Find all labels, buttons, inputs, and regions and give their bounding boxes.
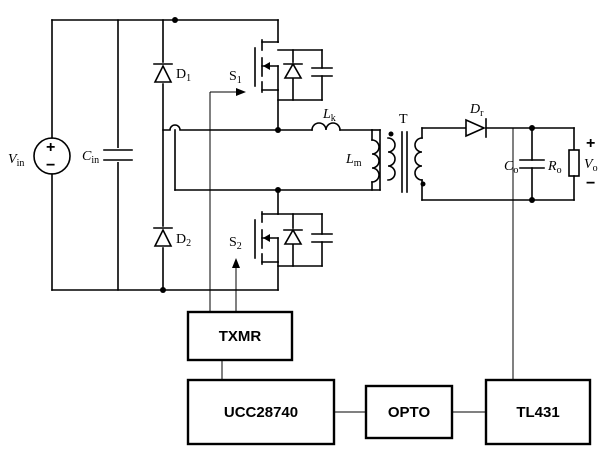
tl431-block: TL431 xyxy=(484,378,592,446)
gate-drive-wiring xyxy=(209,88,486,413)
ucc28740-block: UCC28740 xyxy=(186,378,336,446)
vo-plus-sign: + xyxy=(586,135,595,152)
txmr-label: TXMR xyxy=(219,328,262,345)
co-label: Co xyxy=(504,159,518,176)
bridge-wiring xyxy=(162,122,381,191)
vo-label: Vo xyxy=(584,157,598,174)
cin-label: Cin xyxy=(82,149,99,166)
s1-label: S1 xyxy=(229,69,242,86)
input-wiring xyxy=(51,19,279,291)
ro-label: Ro xyxy=(547,159,562,176)
vin-plus-sign: + xyxy=(46,139,55,156)
transformer-label: T xyxy=(399,112,408,127)
s1-mosfet xyxy=(254,19,333,131)
s2-label: S2 xyxy=(229,235,242,252)
lm-label: Lm xyxy=(345,152,362,169)
output-wiring xyxy=(421,118,580,380)
vin-label: Vin xyxy=(8,152,24,169)
s2-mosfet xyxy=(254,189,333,291)
vo-minus-sign: − xyxy=(586,175,595,192)
d1-diode xyxy=(153,63,173,83)
opto-block: OPTO xyxy=(364,384,454,440)
txmr-block: TXMR xyxy=(186,310,294,362)
tl431-label: TL431 xyxy=(516,404,559,421)
ucc28740-label: UCC28740 xyxy=(224,404,298,421)
vin-source: + − xyxy=(33,137,71,175)
d2-diode xyxy=(153,227,173,247)
transformer xyxy=(387,127,426,201)
opto-label: OPTO xyxy=(388,404,431,421)
lk-label: Lk xyxy=(322,107,336,124)
d1-label: D1 xyxy=(176,67,191,84)
d2-label: D2 xyxy=(176,232,191,249)
vin-minus-sign: − xyxy=(46,157,55,174)
cin-capacitor xyxy=(103,148,133,162)
dr-label: Dr xyxy=(469,102,484,119)
